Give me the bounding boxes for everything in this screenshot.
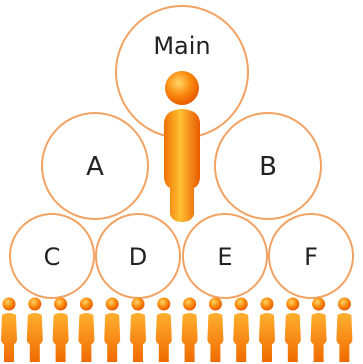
small-person-icon bbox=[26, 297, 43, 362]
circle-a bbox=[41, 112, 149, 220]
people-row bbox=[1, 297, 353, 362]
small-person-icon bbox=[259, 297, 275, 362]
node-label-f: F bbox=[304, 243, 318, 271]
small-person-icon bbox=[336, 297, 353, 362]
circle-b bbox=[214, 112, 322, 220]
node-label-e: E bbox=[217, 243, 232, 271]
small-person-icon bbox=[284, 297, 301, 362]
small-person-icon bbox=[52, 297, 69, 362]
main-person-icon bbox=[164, 71, 200, 222]
small-person-icon bbox=[207, 297, 224, 362]
small-person-icon bbox=[130, 297, 146, 362]
circle-f bbox=[268, 213, 354, 299]
circle-c bbox=[9, 213, 95, 299]
circle-e bbox=[182, 213, 268, 299]
small-person-icon bbox=[155, 297, 172, 362]
small-person-icon bbox=[78, 297, 95, 362]
node-label-b: B bbox=[259, 152, 277, 182]
small-person-icon bbox=[310, 297, 327, 362]
small-person-icon bbox=[233, 297, 250, 362]
node-label-d: D bbox=[129, 243, 147, 271]
small-person-icon bbox=[181, 297, 198, 362]
node-label-a: A bbox=[86, 152, 104, 182]
main-label: Main bbox=[153, 32, 210, 60]
small-person-icon bbox=[104, 297, 121, 362]
small-person-icon bbox=[1, 297, 17, 362]
node-label-c: C bbox=[44, 243, 61, 271]
